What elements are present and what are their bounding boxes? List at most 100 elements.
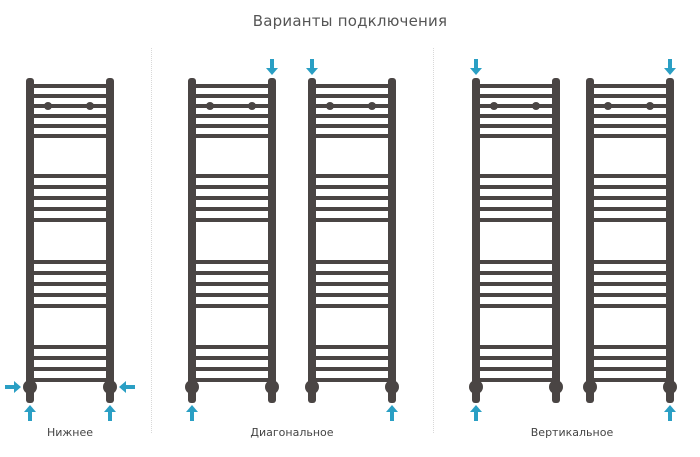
arrow-icon <box>386 405 398 421</box>
towel-bar <box>594 174 666 178</box>
towel-bar <box>316 185 388 189</box>
arrow-icon <box>266 59 278 75</box>
towel-bar <box>34 84 106 88</box>
towel-bar <box>34 293 106 297</box>
arrow-icon <box>186 405 198 421</box>
towel-bar <box>480 185 552 189</box>
towel-bar <box>196 282 268 286</box>
towel-bar <box>594 114 666 118</box>
towel-bar <box>196 218 268 222</box>
towel-bar <box>594 282 666 286</box>
towel-rail-icon <box>583 78 677 403</box>
towel-bar <box>594 104 666 108</box>
connection-knob <box>583 380 597 394</box>
towel-bar <box>594 367 666 371</box>
towel-bar <box>316 378 388 382</box>
towel-bar <box>480 271 552 275</box>
towel-bar <box>196 356 268 360</box>
towel-bar <box>480 345 552 349</box>
right-rail <box>388 78 396 403</box>
towel-bar <box>480 84 552 88</box>
towel-bar <box>594 134 666 138</box>
right-rail <box>268 78 276 403</box>
left-rail <box>472 78 480 403</box>
towel-bar <box>34 94 106 98</box>
arrow-icon <box>470 405 482 421</box>
towel-bar <box>594 84 666 88</box>
towel-bar <box>316 271 388 275</box>
towel-bar <box>480 114 552 118</box>
towel-bar <box>316 174 388 178</box>
label-diagonal-connection: Диагональное <box>250 426 334 439</box>
towel-bar <box>594 196 666 200</box>
connection-knob <box>23 380 37 394</box>
towel-bar <box>196 94 268 98</box>
towel-bar <box>34 104 106 108</box>
towel-bar <box>196 345 268 349</box>
towel-bar <box>316 293 388 297</box>
towel-bar <box>196 174 268 178</box>
towel-bar <box>34 378 106 382</box>
towel-bar <box>316 282 388 286</box>
towel-bar <box>34 345 106 349</box>
towel-bar <box>594 293 666 297</box>
towel-bar <box>594 356 666 360</box>
connection-knob <box>185 380 199 394</box>
towel-bar <box>196 134 268 138</box>
connection-knob <box>305 380 319 394</box>
towel-bar <box>34 356 106 360</box>
arrow-icon <box>664 59 676 75</box>
towel-bar <box>480 260 552 264</box>
towel-bar <box>34 196 106 200</box>
towel-bar <box>196 207 268 211</box>
bar-joint <box>44 102 52 110</box>
bar-joint <box>368 102 376 110</box>
right-rail <box>552 78 560 403</box>
left-rail <box>308 78 316 403</box>
towel-bar <box>316 84 388 88</box>
towel-bar <box>480 367 552 371</box>
towel-bar <box>34 174 106 178</box>
bar-joint <box>248 102 256 110</box>
towel-bar <box>196 124 268 128</box>
towel-bar <box>316 114 388 118</box>
towel-bar <box>34 114 106 118</box>
towel-bar <box>480 207 552 211</box>
bar-joint <box>206 102 214 110</box>
towel-bar <box>316 260 388 264</box>
towel-bar <box>594 185 666 189</box>
towel-rail-icon <box>305 78 399 403</box>
towel-bar <box>316 104 388 108</box>
group-divider <box>433 48 434 433</box>
towel-bar <box>196 304 268 308</box>
left-rail <box>26 78 34 403</box>
towel-bar <box>480 174 552 178</box>
towel-rail-icon <box>469 78 563 403</box>
towel-rail-icon <box>185 78 279 403</box>
towel-bar <box>480 104 552 108</box>
connection-knob <box>103 380 117 394</box>
towel-bar <box>196 196 268 200</box>
towel-bar <box>594 304 666 308</box>
bar-joint <box>646 102 654 110</box>
towel-bar <box>34 282 106 286</box>
arrow-icon <box>104 405 116 421</box>
towel-bar <box>480 94 552 98</box>
connection-knob <box>549 380 563 394</box>
left-rail <box>188 78 196 403</box>
towel-bar <box>594 271 666 275</box>
bar-joint <box>532 102 540 110</box>
connection-knob <box>663 380 677 394</box>
left-rail <box>586 78 594 403</box>
arrow-icon <box>119 381 135 393</box>
towel-bar <box>196 367 268 371</box>
towel-bar <box>34 185 106 189</box>
label-vertical-connection: Вертикальное <box>530 426 614 439</box>
arrow-icon <box>24 405 36 421</box>
towel-bar <box>34 260 106 264</box>
towel-bar <box>480 282 552 286</box>
towel-rail-icon <box>23 78 117 403</box>
towel-bar <box>316 218 388 222</box>
right-rail <box>666 78 674 403</box>
